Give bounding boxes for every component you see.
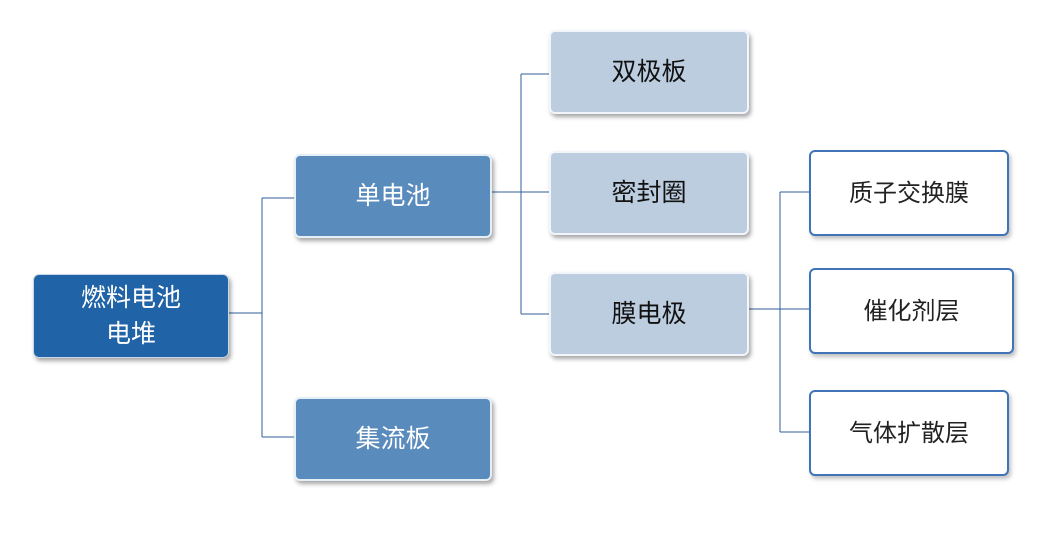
node-bipolar-plate: 双极板 (549, 30, 749, 114)
node-mea: 膜电极 (549, 272, 749, 356)
node-single-cell: 单电池 (294, 154, 492, 238)
node-current-collector-label: 集流板 (355, 423, 431, 453)
node-proton-exchange-membrane: 质子交换膜 (809, 150, 1009, 236)
node-bipolar-plate-label: 双极板 (611, 56, 687, 86)
connector-root-to-level1 (229, 197, 296, 438)
connector-mea-to-level3 (748, 191, 810, 433)
node-seal-ring-label: 密封圈 (611, 177, 687, 207)
node-fuel-cell-stack-line1: 燃料电池 (80, 282, 181, 312)
node-mea-label: 膜电极 (611, 298, 687, 328)
node-fuel-cell-stack-line2: 电堆 (105, 319, 156, 348)
node-proton-exchange-membrane-label: 质子交换膜 (849, 178, 969, 207)
node-fuel-cell-stack: 燃料电池 电堆 (33, 274, 229, 358)
node-seal-ring: 密封圈 (549, 151, 749, 235)
node-gas-diffusion-layer: 气体扩散层 (809, 390, 1009, 476)
node-single-cell-label: 单电池 (355, 180, 431, 210)
connector-cell-to-level2 (491, 73, 553, 315)
node-catalyst-layer-label: 催化剂层 (863, 296, 960, 325)
node-catalyst-layer: 催化剂层 (809, 268, 1014, 354)
node-gas-diffusion-layer-label: 气体扩散层 (849, 418, 969, 447)
node-current-collector: 集流板 (294, 397, 492, 481)
